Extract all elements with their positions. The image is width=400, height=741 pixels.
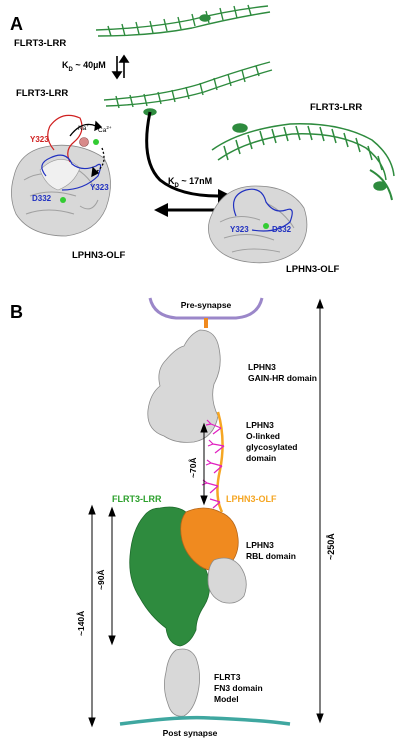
distance-arrow-90 bbox=[108, 506, 116, 646]
flrt3-complex-label: FLRT3-LRR bbox=[310, 102, 362, 113]
gain-label-line1: LPHN3 bbox=[248, 362, 276, 372]
d332-label-right: D332 bbox=[272, 225, 292, 234]
flrt3-lrr-structure-complex bbox=[211, 123, 395, 201]
flrt3-lrr-structure-top-1 bbox=[95, 4, 271, 37]
distance-label-250: ~250Å bbox=[326, 533, 336, 560]
rbl-label-line1: LPHN3 bbox=[246, 540, 274, 550]
kd-dimer-label: KD ~ 40µM bbox=[62, 60, 106, 73]
lphn3-olf-label: LPHN3-OLF bbox=[226, 494, 277, 504]
gain-hr-domain-surface bbox=[147, 329, 221, 443]
panel-b-letter: B bbox=[10, 302, 23, 322]
d332-label-left: D332 bbox=[32, 194, 52, 203]
kd-complex-label: KD ~ 17nM bbox=[168, 176, 212, 189]
y323-blue-label-right: Y323 bbox=[230, 225, 249, 234]
olinked-label-line3: glycosylated bbox=[246, 442, 298, 452]
y323-red-label: Y323 bbox=[30, 135, 49, 144]
distance-arrow-70 bbox=[200, 422, 208, 506]
conformational-change-arrows bbox=[69, 120, 105, 178]
pre-synapse-label: Pre-synapse bbox=[181, 300, 232, 310]
fn3-label-line2: FN3 domain bbox=[214, 683, 263, 693]
fn3-label-line1: FLRT3 bbox=[214, 672, 241, 682]
flrt3-lrr-label: FLRT3-LRR bbox=[112, 494, 162, 504]
ca-ion-sphere-left-bottom bbox=[60, 197, 66, 203]
fn3-domain-surface bbox=[164, 648, 200, 717]
lphn3-olf-label-left: LPHN3-OLF bbox=[72, 250, 126, 261]
y323-blue-label-left: Y323 bbox=[90, 183, 109, 192]
na-ion-sphere bbox=[79, 137, 89, 147]
flrt3-lrr-structure-top-2 bbox=[103, 61, 273, 116]
rbl-label-line2: RBL domain bbox=[246, 551, 296, 561]
na-ion-label: Na+ bbox=[78, 123, 89, 132]
post-synapse-membrane bbox=[119, 715, 291, 726]
flrt3-top-label-1: FLRT3-LRR bbox=[14, 38, 66, 49]
equilibrium-arrows-small bbox=[111, 54, 130, 80]
red-loop-y323 bbox=[47, 114, 83, 163]
olinked-label-line4: domain bbox=[246, 453, 276, 463]
distance-label-140: ~140Å bbox=[76, 611, 86, 636]
distance-arrow-140 bbox=[88, 504, 96, 728]
distance-label-70: ~70Å bbox=[188, 457, 198, 478]
distance-label-90: ~90Å bbox=[96, 569, 106, 590]
ca-ion-label: Ca2+ bbox=[98, 125, 112, 134]
ca-ion-sphere-right bbox=[263, 223, 269, 229]
lphn3-olf-label-right: LPHN3-OLF bbox=[286, 264, 340, 275]
ca-ion-sphere bbox=[93, 139, 99, 145]
glycan-branches bbox=[201, 419, 225, 509]
lphn3-olf-structure-left bbox=[11, 144, 111, 237]
post-synapse-label: Post synapse bbox=[163, 728, 218, 738]
blue-loop-right bbox=[233, 188, 293, 232]
membrane-anchor bbox=[204, 318, 208, 328]
olinked-label-line2: O-linked bbox=[246, 431, 280, 441]
distance-arrow-250 bbox=[316, 298, 324, 724]
rbl-domain-surface bbox=[207, 557, 247, 604]
gain-label-line2: GAIN-HR domain bbox=[248, 373, 317, 383]
fn3-label-line3: Model bbox=[214, 694, 239, 704]
blue-loop-left bbox=[41, 154, 102, 191]
panel-a-letter: A bbox=[10, 14, 23, 34]
olinked-label-line1: LPHN3 bbox=[246, 420, 274, 430]
lphn3-olf-structure-right bbox=[208, 185, 308, 264]
flrt3-top-label-2: FLRT3-LRR bbox=[16, 88, 68, 99]
